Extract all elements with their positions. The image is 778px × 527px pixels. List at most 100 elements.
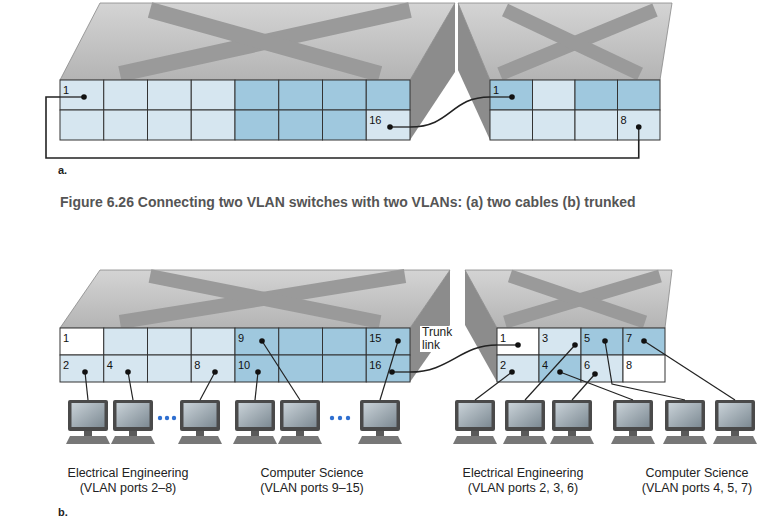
port-cell bbox=[581, 355, 623, 382]
port-cell bbox=[366, 80, 410, 110]
port-number: 8 bbox=[618, 113, 630, 127]
port-number: 3 bbox=[539, 331, 551, 345]
port-cell bbox=[148, 110, 192, 140]
port-cell bbox=[60, 80, 104, 110]
port-cell bbox=[191, 110, 235, 140]
switch-port: 15 bbox=[366, 328, 410, 355]
port-cell bbox=[575, 80, 618, 110]
port-number: 4 bbox=[539, 358, 551, 372]
port-cell bbox=[618, 110, 661, 140]
port-cell bbox=[104, 355, 148, 382]
port-number: 1 bbox=[60, 83, 72, 97]
port-number: 16 bbox=[366, 113, 384, 127]
port-cell bbox=[60, 110, 104, 140]
switch-port: 1 bbox=[490, 80, 533, 110]
port-cell bbox=[191, 355, 235, 382]
computer-cables bbox=[85, 341, 735, 400]
switch-port: 4 bbox=[104, 355, 148, 382]
switch-port: 6 bbox=[581, 355, 623, 382]
port-number: 5 bbox=[581, 331, 593, 345]
port-number: 16 bbox=[366, 358, 384, 372]
port-cell bbox=[581, 328, 623, 355]
port-cell bbox=[533, 110, 576, 140]
switch-port: 4 bbox=[539, 355, 581, 382]
switch-port: 8 bbox=[618, 110, 661, 140]
link-label: Trunk link bbox=[420, 326, 460, 352]
port-cell bbox=[60, 355, 104, 382]
switch-port: 1 bbox=[60, 328, 104, 355]
port-cell bbox=[60, 328, 104, 355]
switch-port: 2 bbox=[497, 355, 539, 382]
port-number: 8 bbox=[191, 358, 203, 372]
port-cell bbox=[323, 355, 367, 382]
port-cell bbox=[279, 110, 323, 140]
port-cell bbox=[235, 110, 279, 140]
port-cell bbox=[323, 328, 367, 355]
port-cell bbox=[490, 80, 533, 110]
switch-body bbox=[60, 3, 455, 140]
part-letter: b. bbox=[58, 506, 68, 519]
port-cell bbox=[235, 80, 279, 110]
port-cell bbox=[490, 110, 533, 140]
port-cell bbox=[104, 80, 148, 110]
switch-port: 1 bbox=[497, 328, 539, 355]
switch-port: 1 bbox=[60, 80, 104, 110]
port-cell bbox=[279, 80, 323, 110]
computer-icons bbox=[66, 400, 757, 444]
switch-port: 16 bbox=[366, 110, 410, 140]
port-number: 15 bbox=[366, 331, 384, 345]
vlan-group-label: Computer Science (VLAN ports 4, 5, 7) bbox=[627, 466, 767, 496]
switch-port: 8 bbox=[191, 355, 235, 382]
port-cells bbox=[60, 80, 665, 382]
cable-link bbox=[46, 97, 639, 158]
switch-body bbox=[458, 3, 672, 140]
switch-port: 16 bbox=[366, 355, 410, 382]
port-dots bbox=[81, 94, 647, 377]
port-cell bbox=[148, 328, 192, 355]
port-number: 10 bbox=[235, 358, 253, 372]
switch-body bbox=[60, 270, 450, 382]
port-cell bbox=[539, 328, 581, 355]
port-cell bbox=[366, 110, 410, 140]
figure-caption: Figure 6.26 Connecting two VLAN switches… bbox=[60, 194, 636, 211]
port-number: 6 bbox=[581, 358, 593, 372]
port-cell bbox=[235, 328, 279, 355]
port-cell bbox=[533, 80, 576, 110]
switch-port: 10 bbox=[235, 355, 279, 382]
switch-port: 3 bbox=[539, 328, 581, 355]
port-number: 2 bbox=[497, 358, 509, 372]
switch-port: 7 bbox=[623, 328, 665, 355]
port-number: 4 bbox=[104, 358, 116, 372]
port-number: 2 bbox=[60, 358, 72, 372]
vlan-group-label: Computer Science (VLAN ports 9–15) bbox=[242, 466, 382, 496]
port-cell bbox=[323, 110, 367, 140]
port-cell bbox=[148, 80, 192, 110]
port-cell bbox=[104, 328, 148, 355]
port-stubs bbox=[60, 97, 639, 372]
switch-port: 8 bbox=[623, 355, 665, 382]
port-number: 8 bbox=[623, 358, 635, 372]
port-number: 1 bbox=[490, 83, 502, 97]
port-cell bbox=[104, 110, 148, 140]
port-cell bbox=[191, 80, 235, 110]
port-number: 1 bbox=[60, 331, 72, 345]
port-number: 1 bbox=[497, 331, 509, 345]
port-cell bbox=[279, 328, 323, 355]
port-cell bbox=[618, 80, 661, 110]
port-cell bbox=[366, 328, 410, 355]
port-number: 7 bbox=[623, 331, 635, 345]
part-letter: a. bbox=[58, 164, 67, 177]
ellipsis-dots bbox=[158, 416, 350, 420]
cable-link bbox=[410, 97, 490, 127]
vlan-group-label: Electrical Engineering (VLAN ports 2, 3,… bbox=[443, 466, 603, 496]
port-number: 9 bbox=[235, 331, 247, 345]
port-cell bbox=[323, 80, 367, 110]
port-cell bbox=[575, 110, 618, 140]
port-cell bbox=[148, 355, 192, 382]
switch-port: 9 bbox=[235, 328, 279, 355]
port-cell bbox=[191, 328, 235, 355]
port-cell bbox=[497, 328, 539, 355]
